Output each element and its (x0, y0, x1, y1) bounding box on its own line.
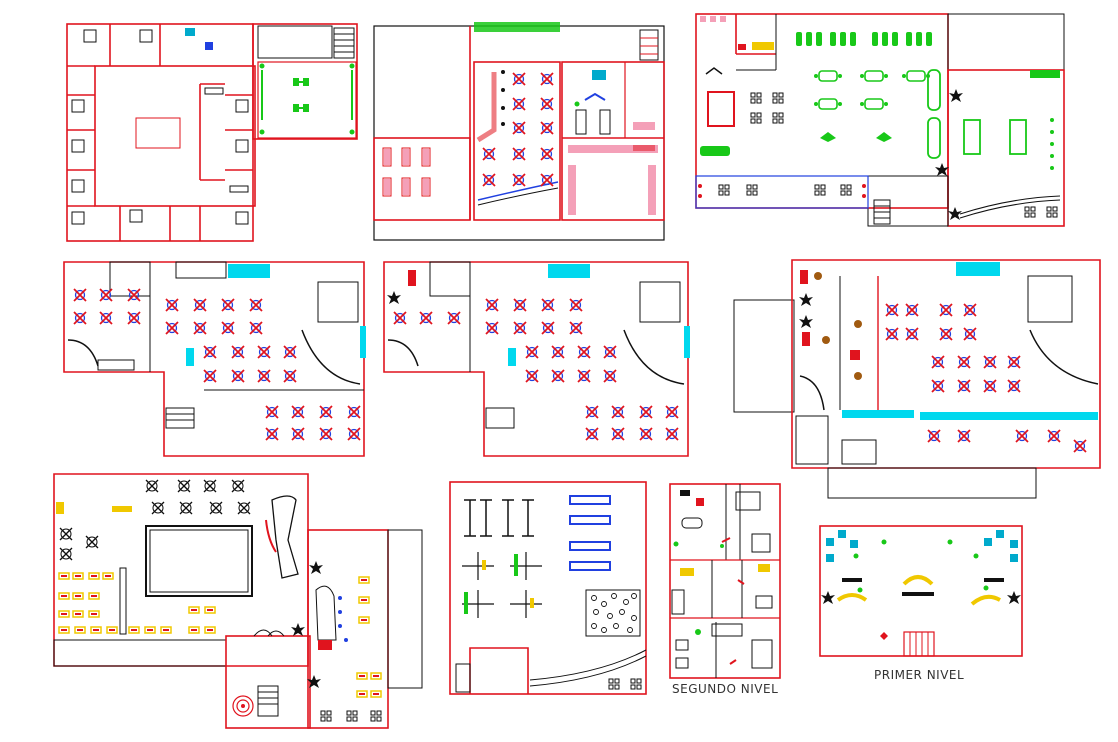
plan-a-details (71, 25, 355, 225)
primer-nivel-label: PRIMER NIVEL (874, 668, 965, 682)
segundo-nivel-label: SEGUNDO NIVEL (672, 682, 779, 696)
plan-j-primer-nivel (819, 525, 1023, 657)
plan-f-bar-dining (733, 259, 1101, 499)
plan-b-kitchen-dining (373, 22, 665, 241)
plan-a-hotel-rooms (66, 23, 358, 242)
plan-d-dining-hall (63, 261, 366, 457)
plan-c-restaurant (695, 13, 1065, 227)
plan-e-dining-hall (383, 261, 690, 457)
plan-i-segundo-nivel (669, 483, 781, 679)
plan-h-gym-level (449, 481, 647, 695)
plan-g-pool-level (53, 473, 423, 729)
